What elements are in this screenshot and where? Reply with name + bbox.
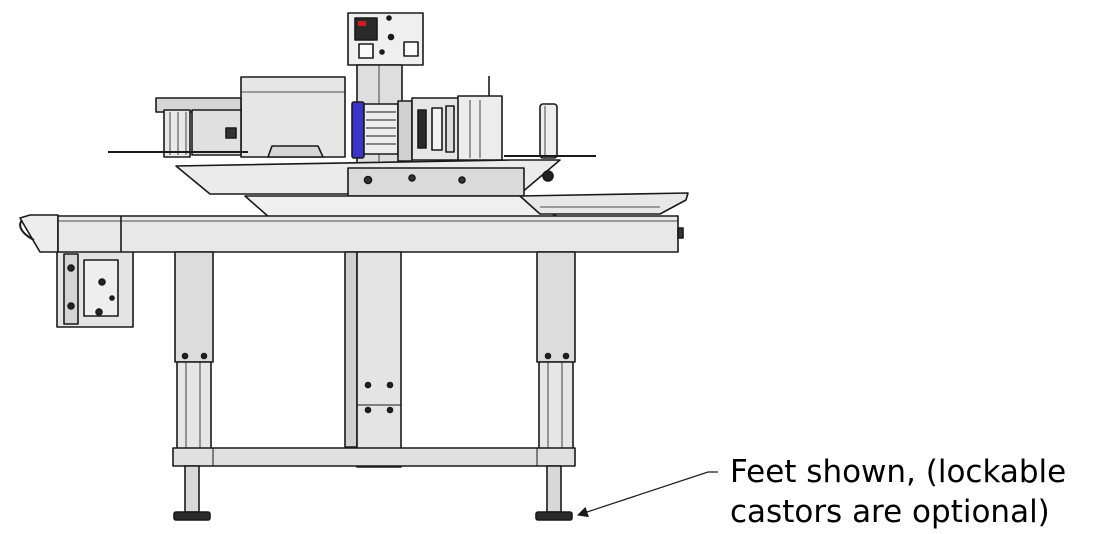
feet-callout: Feet shown, (lockable castors are option… <box>730 452 1102 532</box>
callout-line-1: Feet shown, (lockable <box>730 454 1067 490</box>
right-foot <box>535 465 573 521</box>
control-box <box>347 12 424 66</box>
callout-leader-line <box>576 471 718 518</box>
left-roll-assembly <box>108 97 248 158</box>
upper-platform <box>175 155 689 219</box>
right-frame-leg <box>536 251 576 453</box>
side-bracket <box>56 250 134 328</box>
lower-crossbar <box>172 447 576 467</box>
left-frame-leg <box>174 251 214 453</box>
label-roll <box>539 103 558 159</box>
motor-housing <box>240 76 346 158</box>
label-head <box>351 76 503 162</box>
callout-line-2: castors are optional) <box>730 494 1050 530</box>
center-column <box>344 251 402 468</box>
left-foot <box>173 465 211 521</box>
main-conveyor-beam <box>19 214 684 253</box>
